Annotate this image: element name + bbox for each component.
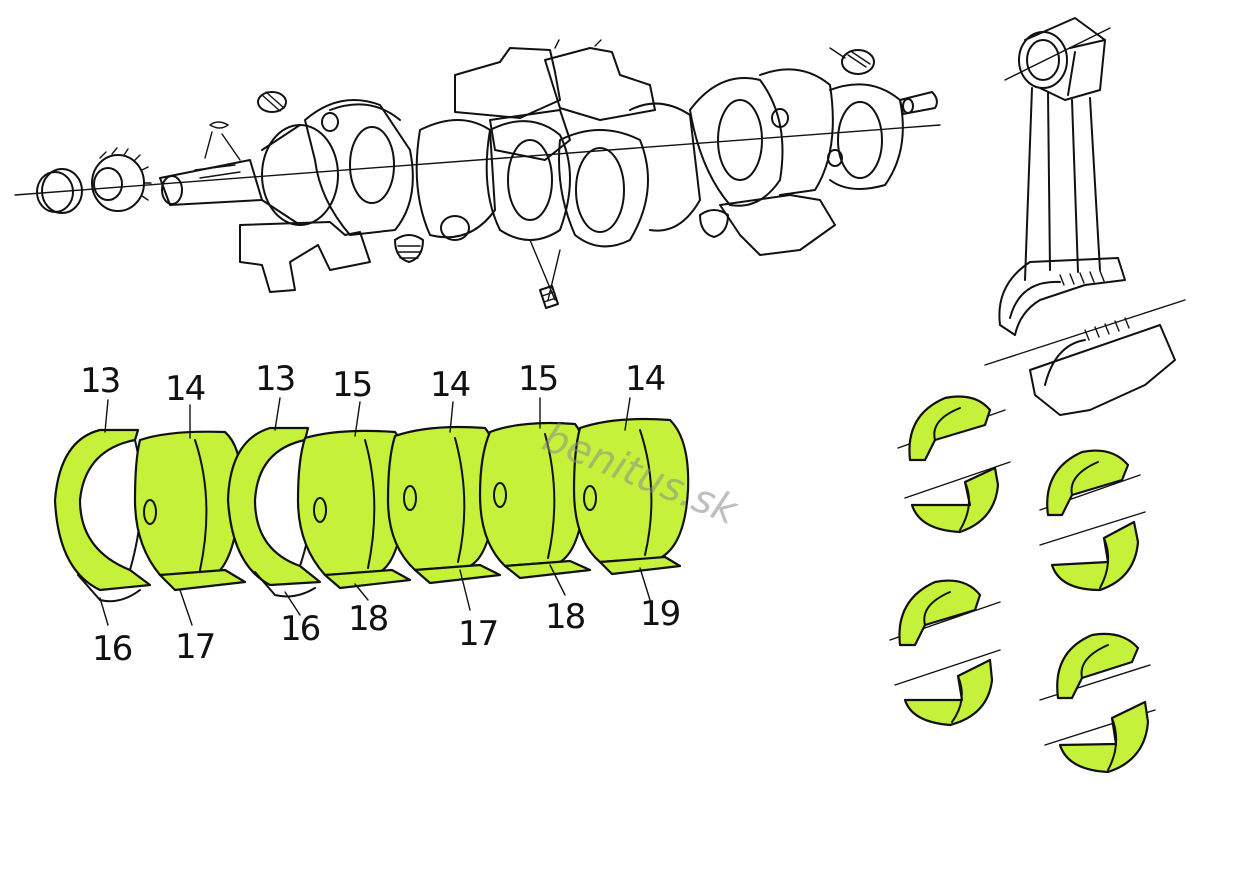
bearing-shell xyxy=(478,421,588,568)
bearing-shell-pair-5 xyxy=(572,417,690,576)
timing-gear xyxy=(91,147,152,212)
leader-lines xyxy=(99,397,651,626)
bearing-shell xyxy=(910,466,1000,534)
bearing-shell xyxy=(226,426,322,587)
bearing-shell-pair-3 xyxy=(386,425,502,585)
part-label-top-4: 15 xyxy=(332,365,371,405)
bearing-shell xyxy=(296,429,408,577)
bearing-shell xyxy=(386,425,498,572)
bearing-shell xyxy=(323,568,412,590)
bearing-shell xyxy=(598,555,682,576)
bearing-shell xyxy=(1046,449,1130,517)
part-label-bottom-3: 16 xyxy=(280,609,320,649)
rod-bearing-set xyxy=(889,395,1156,774)
bearing-shell xyxy=(903,658,994,727)
main-bearing-set: benitus.sk 13 14 13 15 14 15 14 16 17 16… xyxy=(53,359,745,669)
part-label-bottom-7: 19 xyxy=(640,594,680,634)
bearing-shell xyxy=(1056,632,1140,700)
front-bushing xyxy=(36,168,83,214)
connecting-rod xyxy=(984,17,1186,416)
part-label-bottom-2: 17 xyxy=(175,627,214,667)
rod-bearing-pair-4 xyxy=(1039,632,1156,774)
middle-bearing-caps xyxy=(454,39,656,161)
rod-bearing-pair-1 xyxy=(897,395,1011,534)
bearing-shell xyxy=(572,417,690,564)
crank-webs-right xyxy=(689,68,904,256)
bearing-shell xyxy=(908,395,992,462)
part-label-top-7: 14 xyxy=(625,359,665,399)
bearing-shell xyxy=(898,579,982,647)
part-label-top-5: 14 xyxy=(430,365,470,405)
part-label-bottom-1: 16 xyxy=(92,629,132,669)
bearing-shell-pair-1 xyxy=(133,430,247,592)
crankshaft-nose xyxy=(159,121,263,206)
part-label-bottom-4: 18 xyxy=(348,599,388,639)
bearing-shell-pair-2 xyxy=(296,429,412,590)
bottom-part-labels: 16 17 16 18 17 18 19 xyxy=(92,594,682,669)
front-main-journal xyxy=(239,91,371,293)
part-label-top-1: 13 xyxy=(80,361,119,401)
part-label-top-3: 13 xyxy=(255,359,294,399)
part-label-bottom-5: 17 xyxy=(458,614,497,654)
bearing-shell-pair-4 xyxy=(478,421,592,580)
bearing-shell xyxy=(1058,700,1150,774)
crankshaft-plugs xyxy=(829,47,938,115)
part-label-top-2: 14 xyxy=(165,369,205,409)
bearing-shell xyxy=(413,563,502,585)
bearing-shell xyxy=(53,428,152,592)
bearing-shell xyxy=(133,430,243,577)
bearing-shell xyxy=(158,568,247,592)
bearing-shell xyxy=(1050,520,1140,592)
crank-webs-left xyxy=(304,99,496,263)
top-part-labels: 13 14 13 15 14 15 14 xyxy=(80,359,667,409)
crankshaft-assembly xyxy=(14,39,941,309)
part-label-bottom-6: 18 xyxy=(545,597,585,637)
bearing-shell xyxy=(503,559,592,580)
part-label-top-6: 15 xyxy=(518,359,557,399)
rod-bearing-pair-3 xyxy=(889,579,1001,727)
rod-bearing-pair-2 xyxy=(1039,449,1146,592)
crank-webs-center xyxy=(485,102,701,309)
